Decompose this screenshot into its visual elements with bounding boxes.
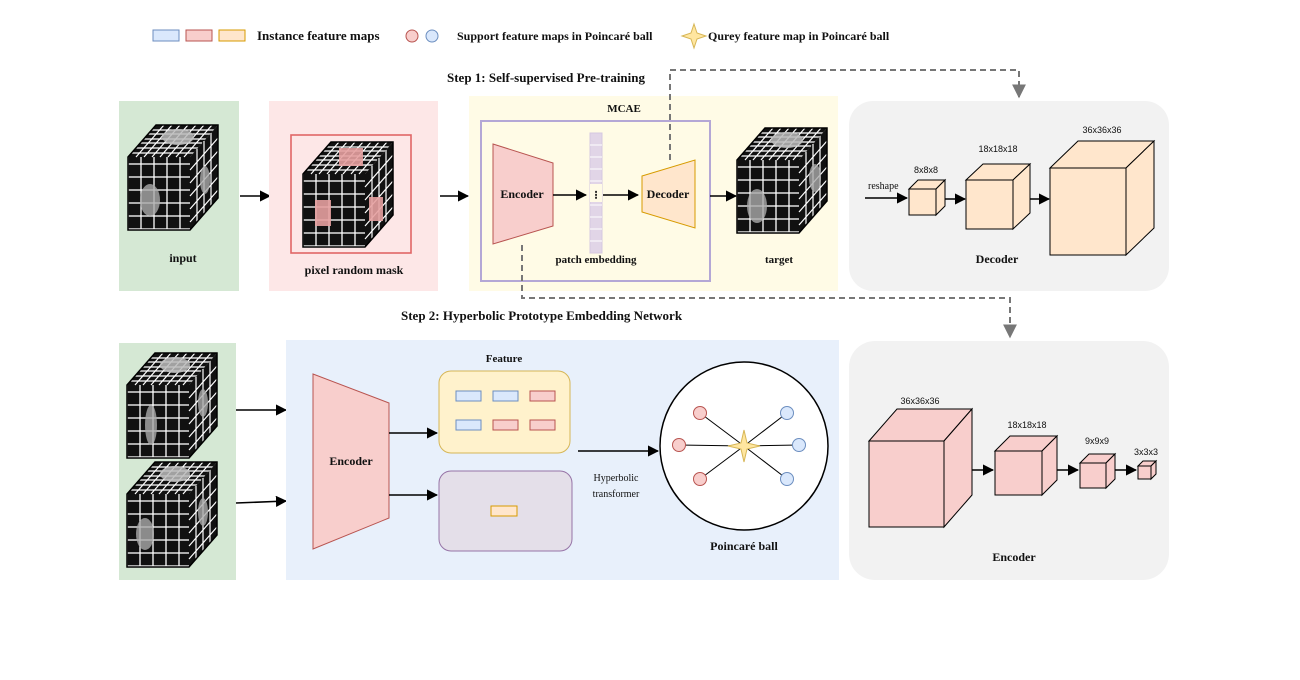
decoder-cube-small [907, 178, 947, 217]
arrow-query-encoder [235, 495, 288, 507]
query-point-star-icon [727, 429, 761, 463]
patch-embedding-strip [589, 132, 603, 254]
target-cube [736, 127, 828, 234]
patch-embedding-label: patch embedding [556, 254, 637, 266]
input-label: input [169, 251, 196, 265]
step2-encoder-label: Encoder [329, 454, 373, 468]
mask-cube [302, 141, 394, 248]
encoder-cube-medium [993, 434, 1059, 497]
query-cube [126, 461, 218, 568]
mcae-frame [480, 120, 711, 282]
decoder-size2: 18x18x18 [978, 144, 1017, 154]
query-star-icon [680, 22, 708, 50]
mcae-label: MCAE [607, 103, 641, 115]
dashed-link-decoder [669, 69, 1026, 160]
transformer-line2: transformer [593, 489, 640, 500]
transformer-line1: Hyperbolic [594, 473, 640, 484]
support-points [672, 406, 806, 486]
legend-query-label: Qurey feature map in Poincaré ball [708, 29, 890, 43]
step1-encoder-label: Encoder [500, 187, 544, 201]
step1-encoder-block [492, 143, 554, 245]
query-feature-map [490, 505, 518, 517]
legend-orange-swatch [218, 29, 246, 42]
legend: Instance feature maps Support feature ma… [152, 22, 890, 50]
legend-support-label: Support feature maps in Poincaré ball [457, 29, 653, 43]
encoder-size4: 3x3x3 [1134, 447, 1158, 457]
support-cube [126, 352, 218, 459]
encoder-size2: 18x18x18 [1007, 420, 1046, 430]
step2-encoder-block [312, 373, 390, 550]
encoder-size1: 36x36x36 [900, 396, 939, 406]
encoder-cube-large [867, 407, 974, 529]
feature-label: Feature [486, 353, 523, 365]
mask-frame [290, 134, 412, 254]
reshape-label: reshape [868, 181, 899, 192]
target-label: target [765, 254, 793, 266]
step1-decoder-block [641, 159, 696, 229]
input-cube [127, 124, 219, 231]
legend-blue-swatch [152, 29, 180, 42]
decoder-size3: 36x36x36 [1082, 125, 1121, 135]
legend-red-swatch [185, 29, 213, 42]
step1-title: Step 1: Self-supervised Pre-training [447, 70, 645, 85]
decoder-cube-large [1048, 139, 1156, 257]
legend-red-circle [405, 29, 419, 43]
encoder-size3: 9x9x9 [1085, 436, 1109, 446]
legend-blue-circle [425, 29, 439, 43]
mask-label: pixel random mask [305, 263, 404, 277]
patch-dots: ⁝ [594, 188, 598, 202]
dashed-link-encoder [521, 245, 1017, 339]
step1-decoder-label: Decoder [647, 187, 690, 201]
decoder-size1: 8x8x8 [914, 165, 938, 175]
encoder-cube-small [1078, 452, 1117, 490]
step2-title: Step 2: Hyperbolic Prototype Embedding N… [401, 308, 683, 323]
decoder-cube-medium [964, 162, 1032, 231]
poincare-ball-label: Poincaré ball [710, 539, 778, 553]
legend-instance-label: Instance feature maps [257, 28, 380, 43]
encoder-panel-title: Encoder [992, 550, 1036, 564]
support-feature-maps [455, 390, 556, 431]
encoder-cube-tiny [1136, 459, 1158, 481]
feature-box [438, 370, 571, 454]
decoder-panel-title: Decoder [976, 252, 1019, 266]
